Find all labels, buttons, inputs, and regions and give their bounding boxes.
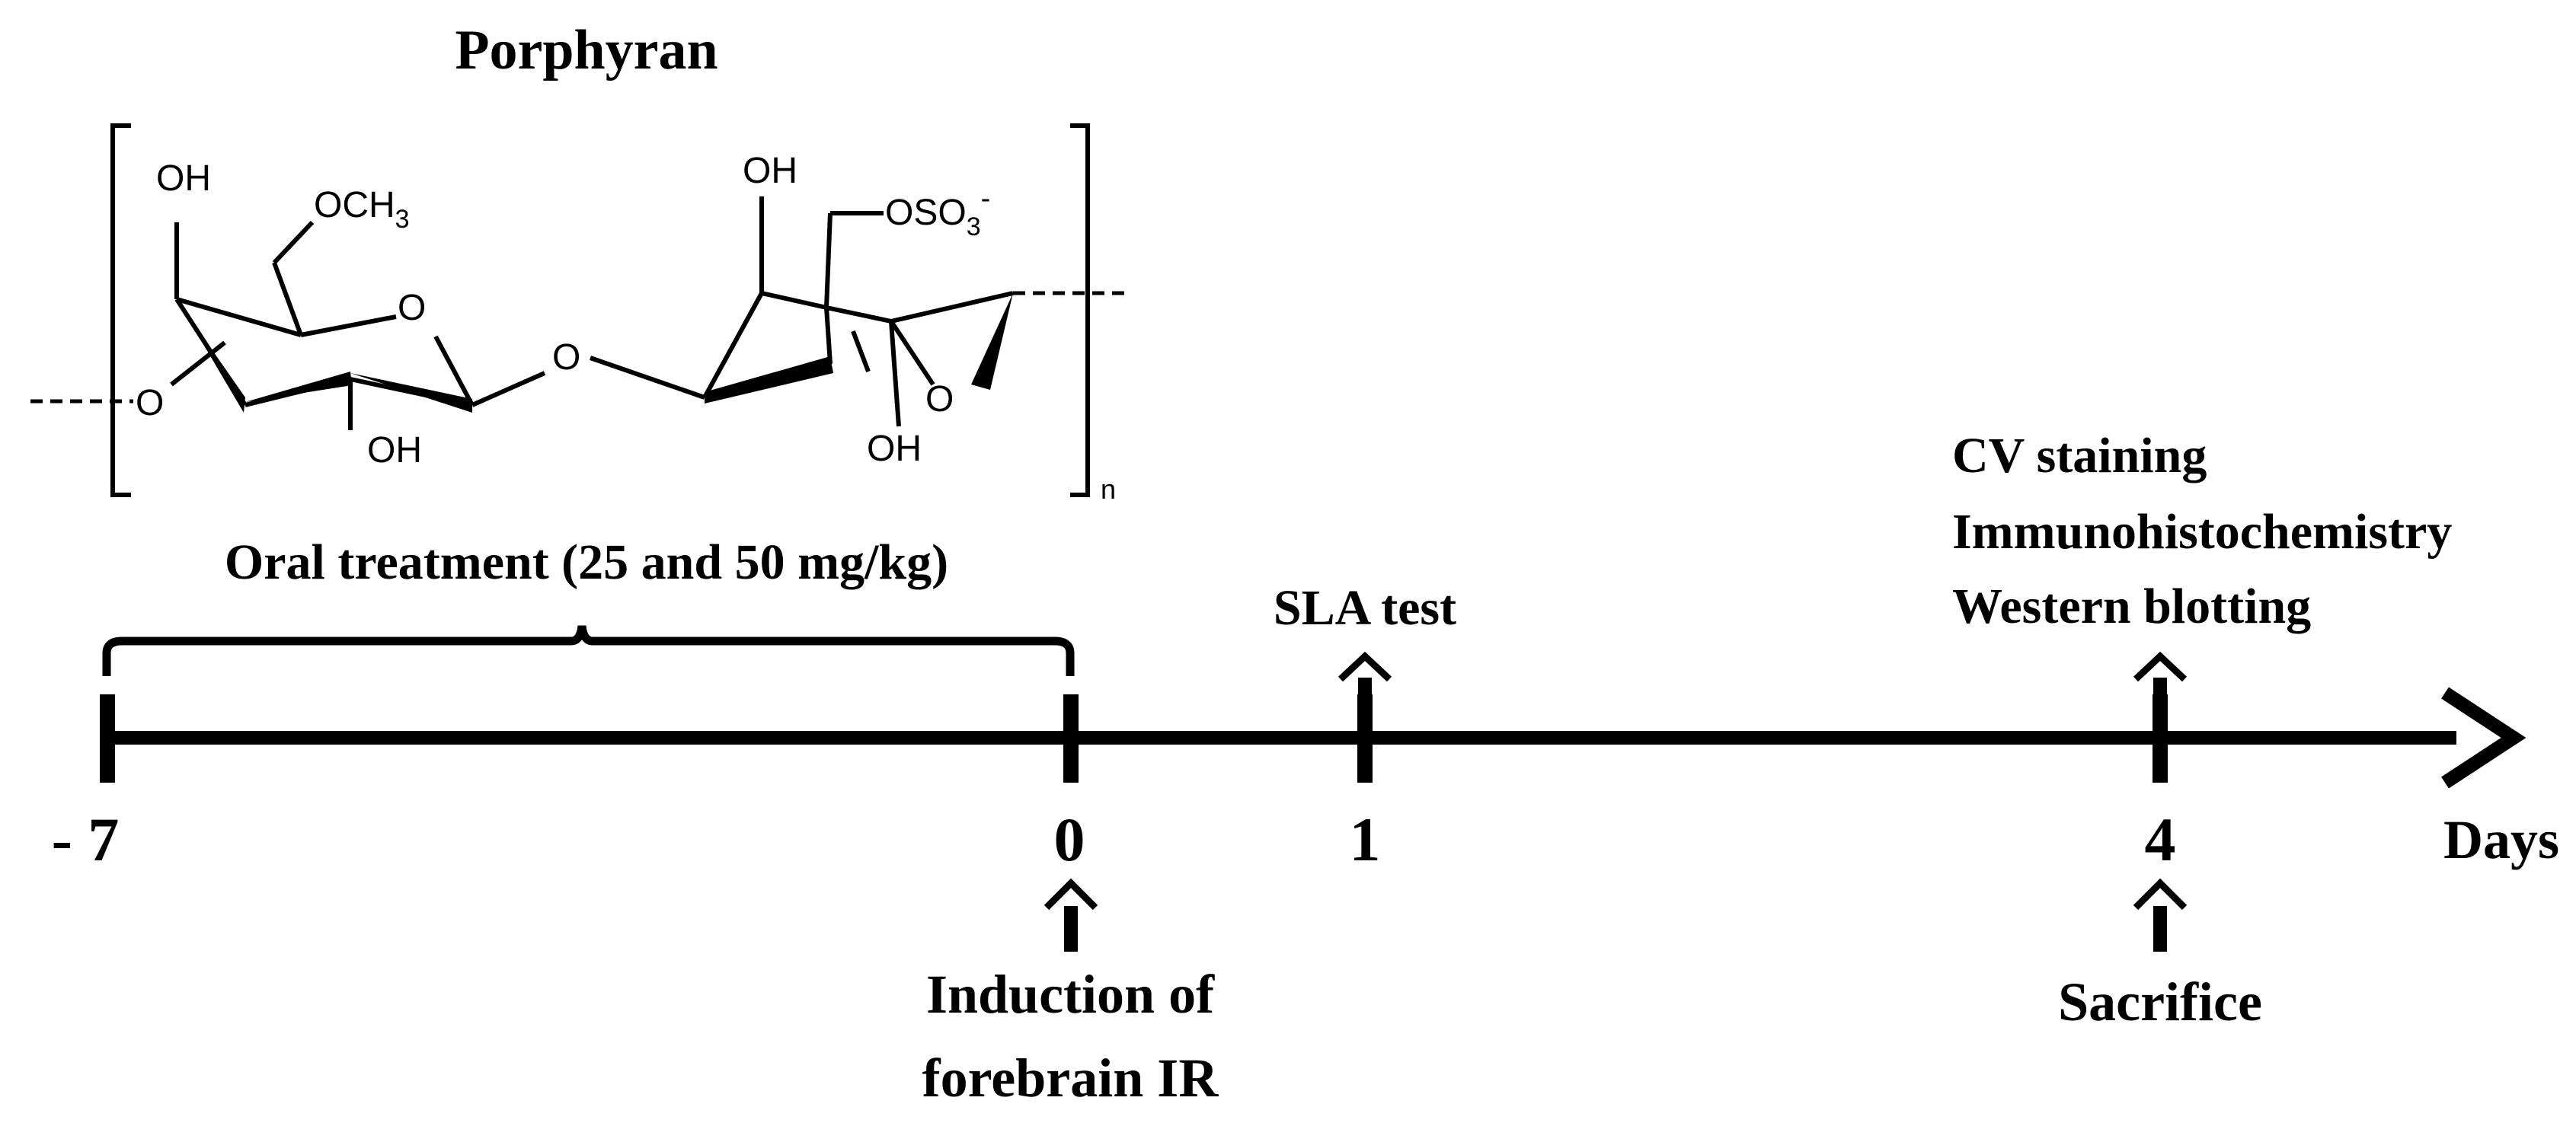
arrow-day-1-top bbox=[1338, 651, 1392, 731]
treatment-label: Oral treatment (25 and 50 mg/kg) bbox=[225, 534, 948, 590]
event-day4-line-1: CV staining bbox=[1952, 428, 2207, 483]
tick-label-0: 0 bbox=[1054, 805, 1085, 874]
tick-label-4: 4 bbox=[2145, 805, 2176, 874]
diagram-title: Porphyran bbox=[455, 19, 718, 81]
porphyran-structure bbox=[30, 123, 1129, 497]
arrow-day-4-bottom bbox=[2133, 878, 2188, 952]
wedge-right-ring-1 bbox=[705, 356, 833, 404]
timeline-unit-label: Days bbox=[2443, 809, 2559, 870]
wedge-left-ring-3 bbox=[350, 373, 472, 413]
wedge-left-ring-1 bbox=[177, 299, 245, 413]
arrow-day-0-bottom bbox=[1044, 878, 1098, 952]
label-oso3: OSO3- bbox=[885, 183, 990, 241]
event-sacrifice: Sacrifice bbox=[2058, 971, 2262, 1032]
label-oh-top-right: OH bbox=[743, 151, 797, 191]
arrow-day-4-top bbox=[2133, 651, 2188, 731]
event-sla-test: SLA test bbox=[1274, 580, 1456, 636]
tick-label-minus-7: - 7 bbox=[52, 805, 120, 874]
wedge-left-ring-2 bbox=[245, 372, 352, 402]
label-och3-subscript: 3 bbox=[395, 205, 410, 234]
label-glycosidic-oxygen: O bbox=[552, 337, 580, 378]
label-oh-top-left: OH bbox=[156, 158, 211, 199]
label-och3: OCH3 bbox=[314, 185, 410, 234]
tick-label-1: 1 bbox=[1350, 805, 1381, 874]
right-bracket bbox=[1070, 123, 1090, 497]
treatment-brace bbox=[102, 625, 1075, 676]
label-bridge-oxygen: O bbox=[925, 379, 954, 420]
left-bracket bbox=[110, 123, 131, 497]
label-ring-oxygen-left: O bbox=[398, 288, 426, 328]
label-oso3-subscript: 3 bbox=[967, 212, 981, 241]
timeline-arrowhead bbox=[2441, 687, 2526, 789]
label-oso3-charge: - bbox=[981, 183, 991, 215]
wedge-right-ring-2 bbox=[971, 293, 1013, 390]
event-day4-line-2: Immunohistochemistry bbox=[1952, 504, 2452, 560]
label-oh-bottom-right: OH bbox=[867, 429, 922, 469]
event-day4-line-3: Western blotting bbox=[1952, 579, 2311, 634]
event-induction-line-2: forebrain IR bbox=[922, 1048, 1219, 1109]
label-oh-bottom-left: OH bbox=[367, 430, 422, 471]
event-induction-line-1: Induction of bbox=[926, 964, 1215, 1025]
tick-day-minus-7 bbox=[100, 694, 115, 783]
tick-day-0 bbox=[1063, 694, 1079, 783]
structure-labels: OH OCH3 O O OH O OH OSO3- O OH n bbox=[136, 151, 1116, 505]
label-link-oxygen-left: O bbox=[136, 383, 164, 423]
label-repeat-n: n bbox=[1101, 474, 1116, 505]
